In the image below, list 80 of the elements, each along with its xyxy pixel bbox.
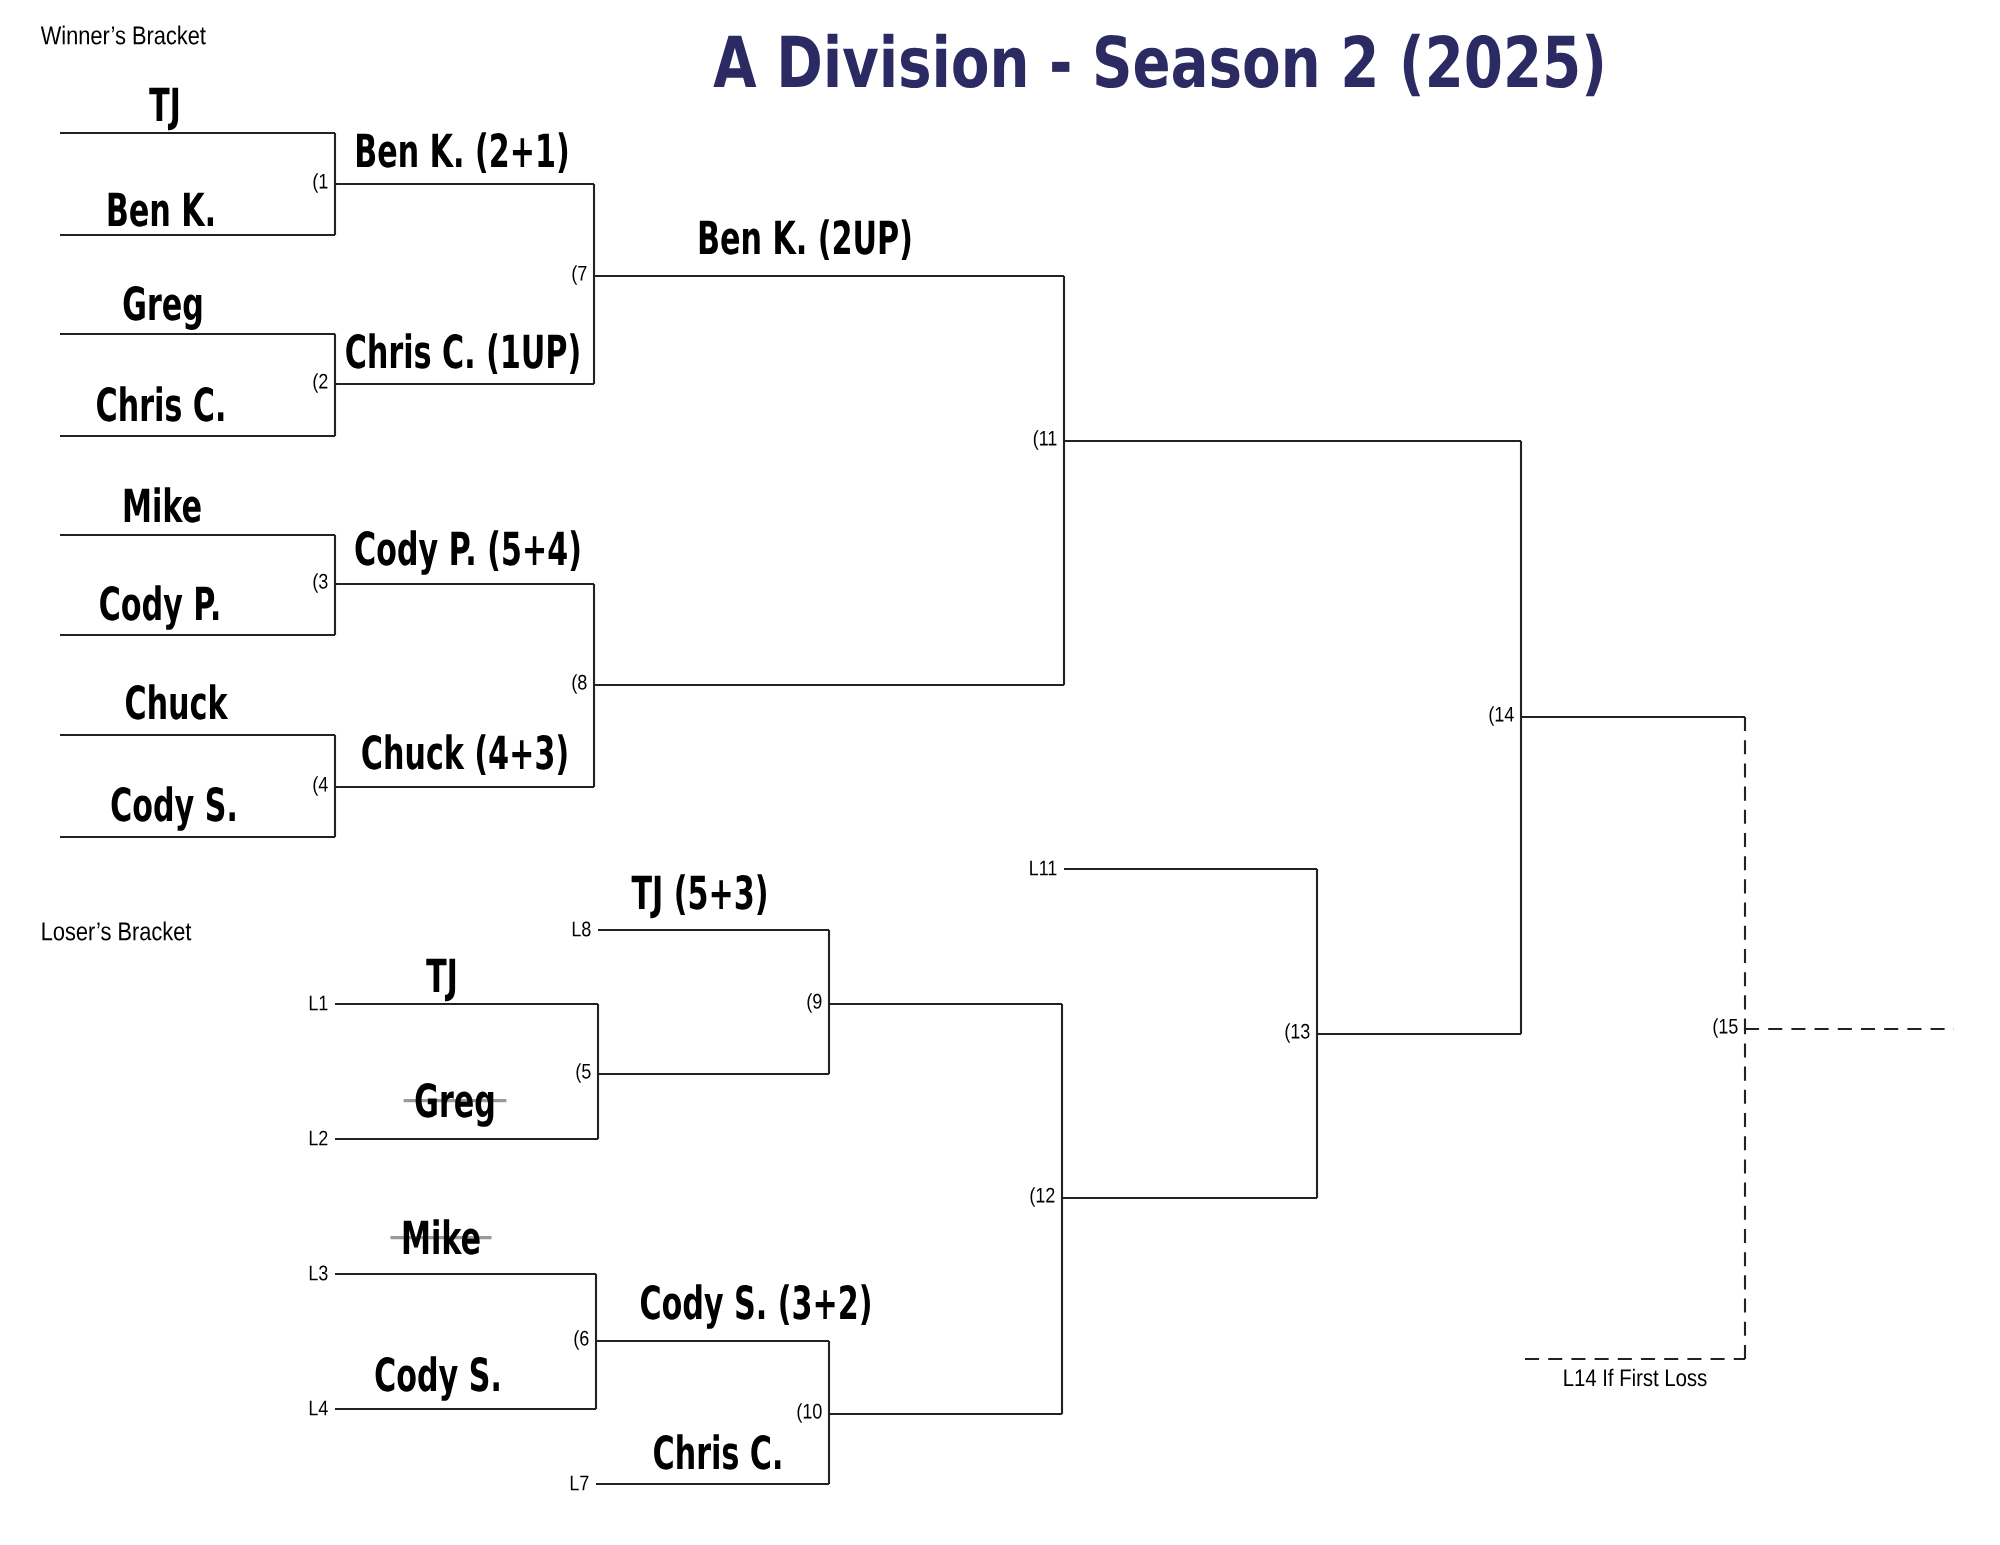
- bracket-connector: [333, 535, 337, 584]
- bracket-connector: [592, 685, 596, 787]
- slot-label: L1: [309, 995, 328, 1011]
- bracket-connector: [1060, 1198, 1064, 1414]
- bracket-connector: [592, 184, 596, 276]
- bracket-connector: [592, 584, 596, 685]
- bracket-slot: Mike: [335, 1219, 596, 1276]
- match-number: (11: [1033, 430, 1057, 450]
- bracket-connector: [1062, 441, 1066, 685]
- bracket-slot: [1062, 1196, 1317, 1200]
- bracket-slot: TJ: [335, 958, 598, 1006]
- bracket-slot: [829, 1412, 1062, 1416]
- bracket-connector: [333, 384, 337, 436]
- bracket-connector: [827, 930, 831, 1004]
- bracket-slot: [598, 1072, 829, 1076]
- bracket-slot: [1525, 1357, 1745, 1361]
- bracket-slot: Cody S. (3+2): [596, 1284, 870, 1343]
- bracket-connector: [333, 584, 337, 635]
- bracket-connector: [596, 1004, 600, 1074]
- slot-note: L14 If First Loss: [1564, 1368, 1707, 1387]
- bracket-slot: Chuck: [60, 684, 335, 737]
- match-number: (14: [1489, 706, 1514, 726]
- match-number: (7: [572, 265, 587, 285]
- bracket-slot: Chuck (4+3): [335, 734, 594, 789]
- match-number: (9: [807, 993, 822, 1013]
- bracket-connector: [827, 1341, 831, 1414]
- slot-label: L11: [1030, 860, 1057, 876]
- title: A Division - Season 2 (2025): [713, 33, 1603, 97]
- bracket-slot: Chris C.: [596, 1434, 829, 1486]
- bracket-connector: [333, 787, 337, 837]
- bracket-slot: [1064, 439, 1521, 443]
- bracket-slot: Mike: [60, 487, 335, 537]
- bracket-connector: [1062, 276, 1066, 441]
- bracket-slot: [1521, 715, 1745, 719]
- match-number: (8: [572, 674, 587, 694]
- bracket-slot: [594, 683, 1064, 687]
- section-heading: Loser’s Bracket: [42, 921, 192, 941]
- bracket-connector: [1519, 441, 1523, 717]
- bracket-slot: [1317, 1032, 1521, 1036]
- bracket-slot: Greg: [335, 1083, 598, 1141]
- bracket-connector: [1315, 869, 1319, 1034]
- slot-label: L8: [572, 921, 591, 937]
- bracket-connector: [592, 276, 596, 384]
- slot-label: L2: [309, 1130, 328, 1146]
- section-heading: Winner’s Bracket: [40, 25, 206, 45]
- bracket-connector: [1743, 1029, 1747, 1359]
- bracket-slot: Cody S.: [335, 1356, 596, 1411]
- match-number: (10: [797, 1403, 822, 1423]
- bracket-slot: [1064, 867, 1317, 871]
- bracket-slot: Ben K.: [60, 192, 335, 237]
- bracket-slot: Greg: [60, 286, 335, 336]
- bracket-connector: [333, 735, 337, 787]
- slot-label: L4: [309, 1400, 328, 1416]
- bracket-slot: Cody P. (5+4): [335, 530, 594, 586]
- slot-label: L3: [309, 1265, 328, 1281]
- bracket-slot: Ben K. (2UP): [594, 219, 1064, 278]
- match-number: (1: [313, 173, 328, 193]
- bracket-connector: [594, 1341, 598, 1409]
- slot-label: L7: [570, 1475, 589, 1491]
- bracket-connector: [827, 1004, 831, 1074]
- bracket-connector: [1743, 717, 1747, 1029]
- bracket-slot: Ben K. (2+1): [335, 132, 594, 186]
- bracket-connector: [827, 1414, 831, 1484]
- bracket-connector: [594, 1274, 598, 1341]
- match-number: (6: [574, 1330, 589, 1350]
- match-number: (5: [576, 1063, 591, 1083]
- bracket-slot: TJ: [60, 87, 335, 135]
- bracket-slot: [829, 1002, 1062, 1006]
- bracket-connector: [1315, 1034, 1319, 1198]
- match-number: (15: [1713, 1018, 1738, 1038]
- bracket-connector: [1519, 717, 1523, 1034]
- bracket-connector: [1060, 1004, 1064, 1198]
- bracket-connector: [333, 334, 337, 384]
- bracket-connector: [333, 133, 337, 184]
- bracket-connector: [333, 184, 337, 235]
- match-number: (12: [1030, 1187, 1055, 1207]
- bracket-connector: [596, 1074, 600, 1139]
- bracket-slot: Chris C. (1UP): [335, 333, 594, 386]
- match-number: (13: [1285, 1023, 1310, 1043]
- bracket-slot: TJ (5+3): [598, 874, 829, 932]
